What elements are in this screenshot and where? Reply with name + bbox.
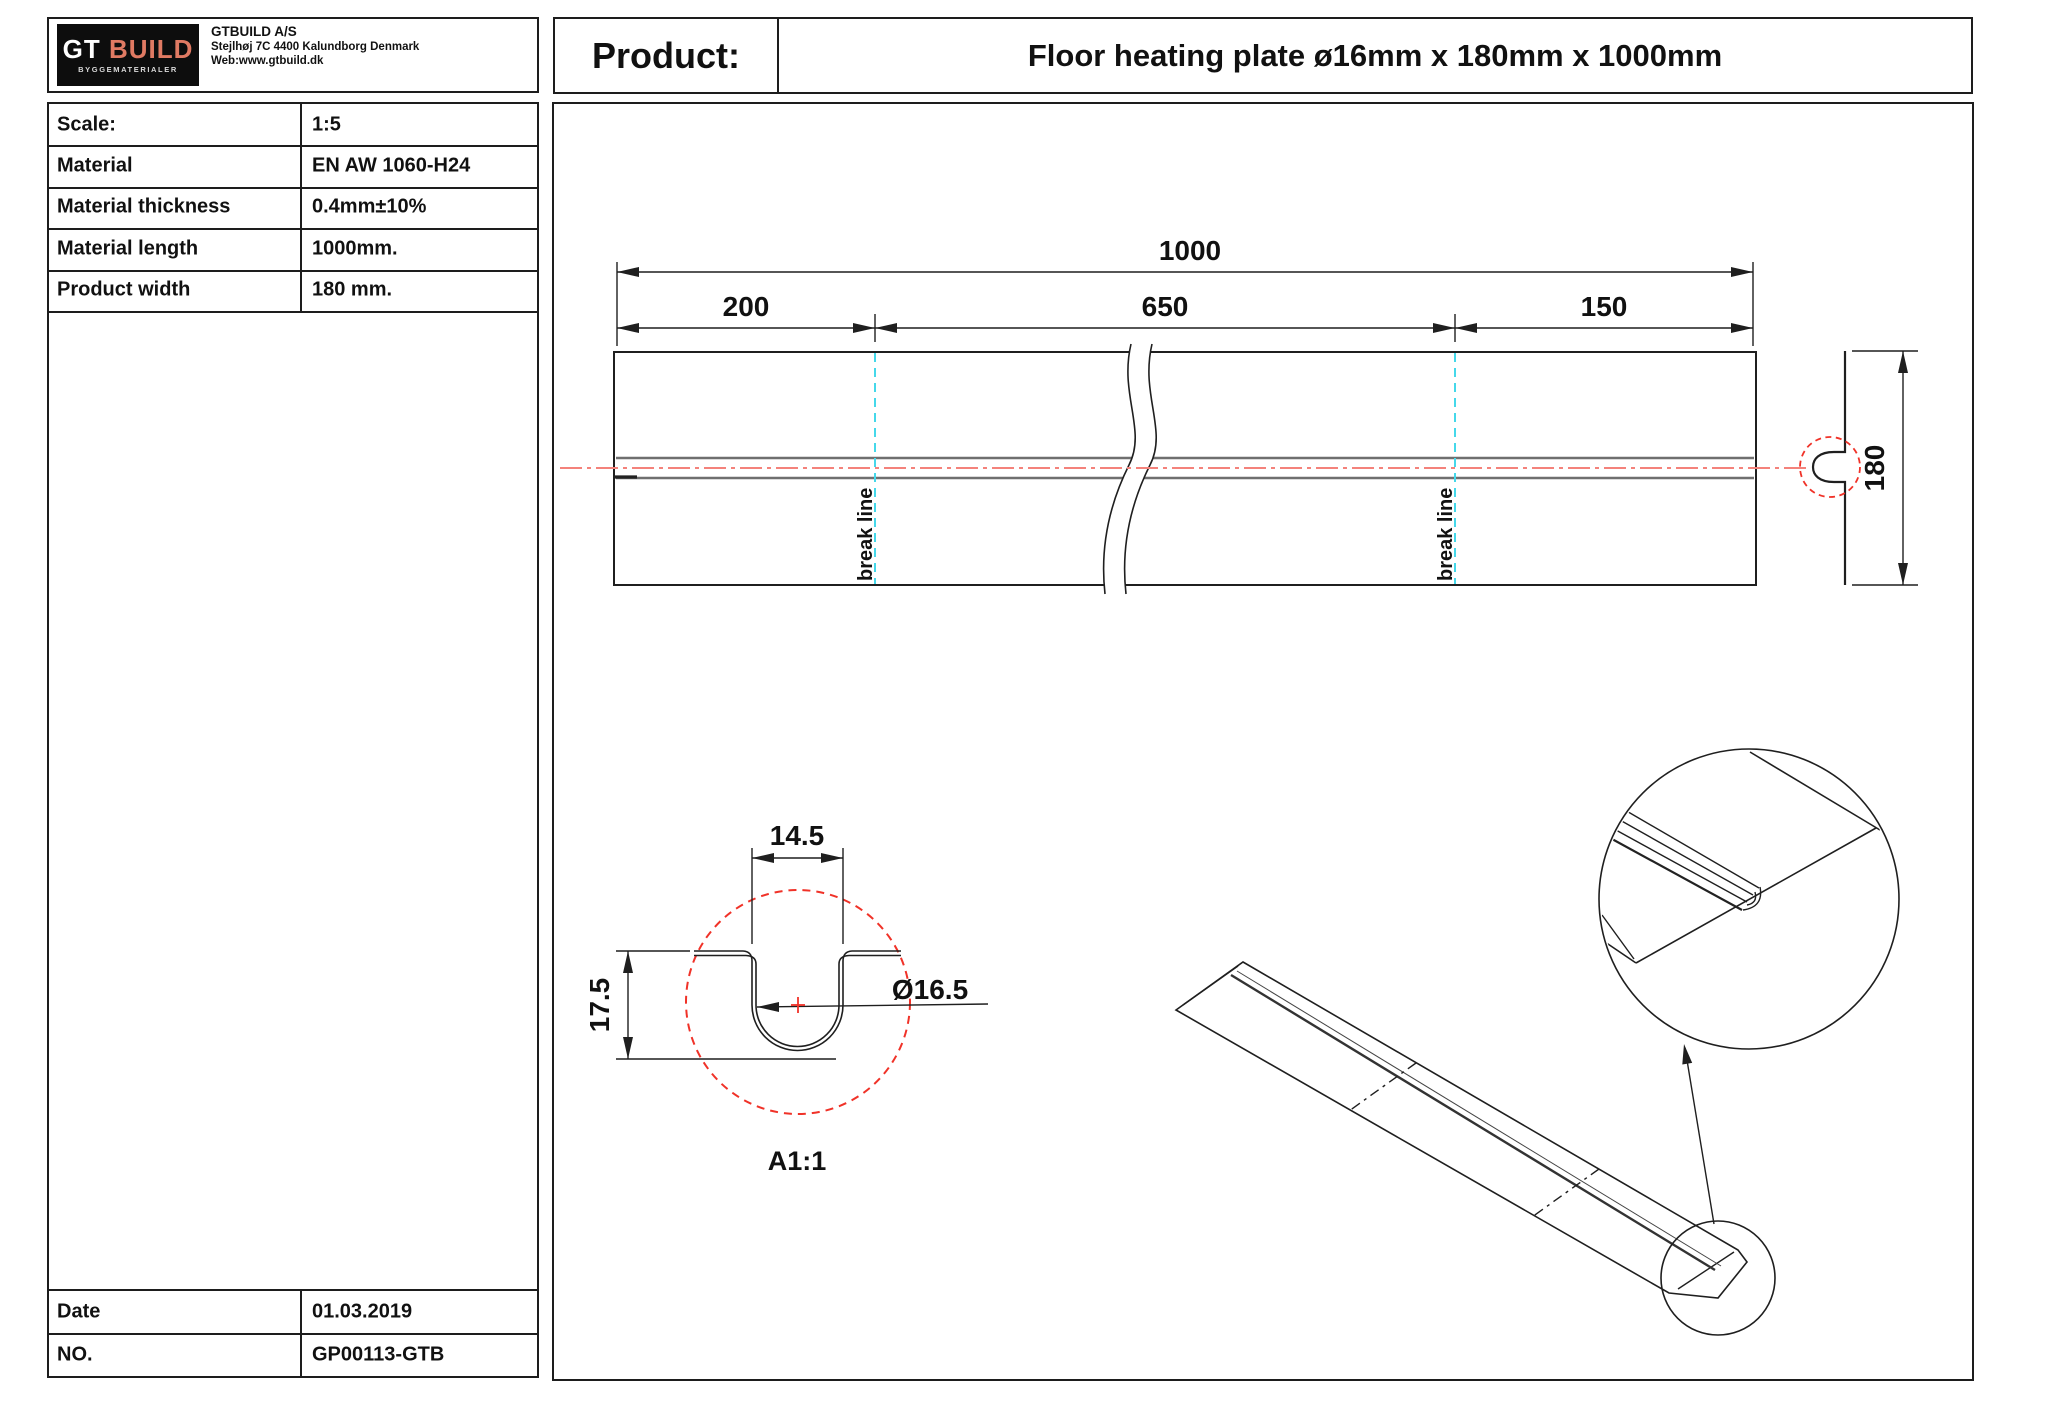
- company-logo-wordmark: GT BUILD: [63, 36, 194, 62]
- company-logo: GT BUILD BYGGEMATERIALER: [57, 24, 199, 86]
- spec-label: Product width: [57, 278, 191, 301]
- product-title: Floor heating plate ø16mm x 180mm x 1000…: [1027, 37, 1723, 73]
- plate-top-view: break line break line: [560, 343, 1808, 595]
- plate-side-view: 180: [1799, 350, 1918, 586]
- isometric-detail-bubble: [1598, 748, 1900, 1050]
- spec-value: 0.4mm±10%: [312, 195, 427, 218]
- spec-row-scale: Scale: 1:5: [49, 104, 537, 148]
- dim-150: 150: [1581, 291, 1628, 322]
- spec-column-divider: [300, 104, 302, 311]
- spec-label: Material: [57, 154, 133, 177]
- dim-14-5: 14.5: [770, 820, 825, 851]
- spec-label: Material thickness: [57, 195, 231, 218]
- drawing-frame: [552, 102, 1974, 1381]
- detail-source-circle: [1660, 1220, 1776, 1336]
- product-label-cell: Product:: [555, 19, 779, 92]
- logo-gt: GT: [62, 34, 101, 64]
- spec-value: 180 mm.: [312, 278, 393, 301]
- spec-row-thickness: Material thickness 0.4mm±10%: [49, 187, 537, 231]
- dimension-total-length: 1000: [616, 235, 1754, 346]
- break-curve: [1102, 343, 1137, 595]
- spec-table: Scale: 1:5 Material EN AW 1060-H24 Mater…: [47, 102, 539, 1378]
- no-row: NO. GP00113-GTB: [49, 1332, 537, 1376]
- footer-column-divider: [300, 1291, 302, 1333]
- spec-row-length: Material length 1000mm.: [49, 228, 537, 272]
- detail-view-label: A1:1: [768, 1146, 827, 1176]
- spec-value: EN AW 1060-H24: [312, 154, 471, 177]
- detail-leader-line: [1684, 1047, 1715, 1225]
- groove-profile-outer: [694, 950, 901, 1052]
- dimension-segments: 200 650 150: [617, 291, 1753, 342]
- spec-row-width: Product width 180 mm.: [49, 270, 537, 313]
- date-value: 01.03.2019: [312, 1300, 413, 1323]
- spec-label: Material length: [57, 237, 199, 260]
- dim-650: 650: [1142, 291, 1189, 322]
- logo-tagline: BYGGEMATERIALER: [78, 65, 178, 74]
- dim-200: 200: [723, 291, 770, 322]
- product-header: Product: Floor heating plate ø16mm x 180…: [553, 17, 1973, 94]
- groove-edge-line: [1236, 970, 1722, 1267]
- groove-line: [1230, 973, 1716, 1272]
- dim-180: 180: [1859, 445, 1890, 492]
- dim-diameter: Ø16.5: [892, 974, 968, 1005]
- product-label: Product:: [592, 34, 740, 76]
- spec-row-material: Material EN AW 1060-H24: [49, 145, 537, 189]
- dim-17-5: 17.5: [584, 978, 615, 1033]
- spec-value: 1000mm.: [312, 237, 398, 260]
- title-block-logo-box: GT BUILD BYGGEMATERIALER GTBUILD A/S Ste…: [47, 17, 539, 93]
- product-title-cell: Floor heating plate ø16mm x 180mm x 1000…: [779, 19, 1971, 92]
- spec-value: 1:5: [312, 113, 341, 136]
- break-line-text: break line: [1435, 488, 1457, 581]
- logo-build: BUILD: [108, 34, 194, 64]
- company-address: Stejlhøj 7C 4400 Kalundborg Denmark: [211, 41, 420, 53]
- detail-reference-circle: [1799, 436, 1861, 498]
- footer-rows: Date 01.03.2019 NO. GP00113-GTB: [49, 1289, 537, 1376]
- iso-break-mark: [1348, 1062, 1417, 1112]
- break-curve: [1123, 343, 1158, 595]
- detail-bubble-content: [1601, 751, 1881, 964]
- company-web: Web:www.gtbuild.dk: [211, 55, 324, 67]
- footer-column-divider: [300, 1334, 302, 1376]
- section-detail-view: 14.5 17.5 Ø16.5 A1:1: [584, 820, 989, 1176]
- isometric-view: [1174, 961, 1776, 1336]
- spec-label: Scale:: [57, 113, 116, 136]
- detail-bubble-circle: [1598, 748, 1900, 1050]
- company-info: GTBUILD A/S Stejlhøj 7C 4400 Kalundborg …: [211, 23, 536, 68]
- groove-profile-inner: [694, 954, 901, 1048]
- company-name: GTBUILD A/S: [211, 24, 297, 39]
- no-label: NO.: [57, 1343, 93, 1366]
- no-value: GP00113-GTB: [312, 1343, 445, 1366]
- break-line-text: break line: [855, 488, 877, 581]
- date-label: Date: [57, 1300, 101, 1323]
- dim-1000: 1000: [1159, 235, 1221, 266]
- date-row: Date 01.03.2019: [49, 1289, 537, 1333]
- detail-circle: [685, 889, 911, 1115]
